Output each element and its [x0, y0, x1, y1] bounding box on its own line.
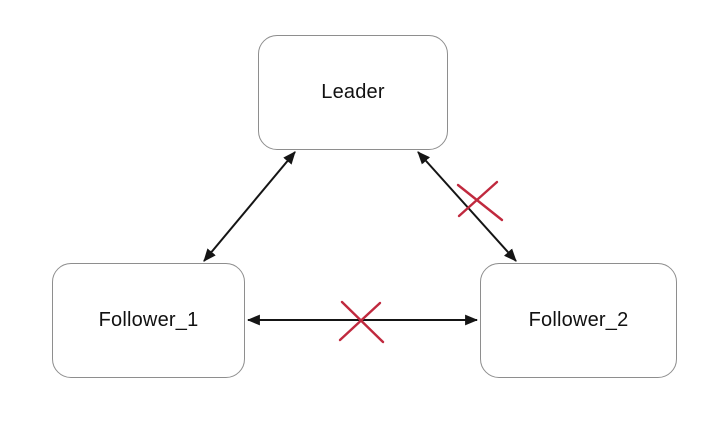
- blocked-x-icon-leader-follower2: [456, 180, 504, 222]
- node-follower2-label: Follower_2: [528, 309, 629, 331]
- edge-leader-follower1: [203, 151, 296, 262]
- node-follower1-label: Follower_1: [98, 309, 199, 331]
- node-follower2: Follower_2: [480, 263, 677, 378]
- blocked-x-icon-follower1-follower2: [338, 300, 385, 344]
- edge-leader-follower2: [417, 151, 517, 262]
- node-leader: Leader: [258, 35, 448, 150]
- node-follower1: Follower_1: [52, 263, 245, 378]
- node-leader-label: Leader: [321, 81, 385, 103]
